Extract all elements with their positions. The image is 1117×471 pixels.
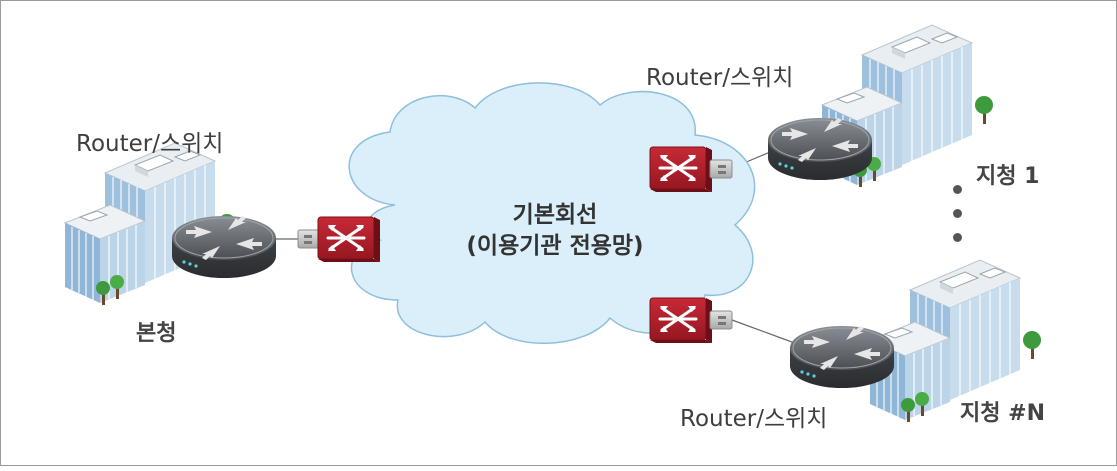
ellipsis-dot (953, 185, 962, 194)
branchN-site-label: 지청 #N (960, 401, 1045, 426)
cloud-label-line2: (이용기관 전용망) (466, 233, 644, 259)
branch1-router-icon (767, 117, 873, 181)
branchN-router-label: Router/스위치 (680, 406, 828, 432)
ellipsis-dot (953, 233, 962, 242)
hq-router-label: Router/스위치 (76, 131, 224, 157)
branch1-site-label: 지청 1 (976, 164, 1040, 189)
ellipsis-dot (953, 209, 962, 218)
branch1-router-label: Router/스위치 (646, 65, 794, 91)
cloud-label-line1: 기본회선 (512, 202, 598, 228)
link-branchN (731, 319, 801, 346)
cloud-label: 기본회선 (이용기관 전용망) (455, 200, 655, 262)
hq-site-label: 본청 (136, 321, 177, 346)
hq-router-icon (171, 215, 277, 279)
branchN-router-icon (789, 325, 895, 389)
